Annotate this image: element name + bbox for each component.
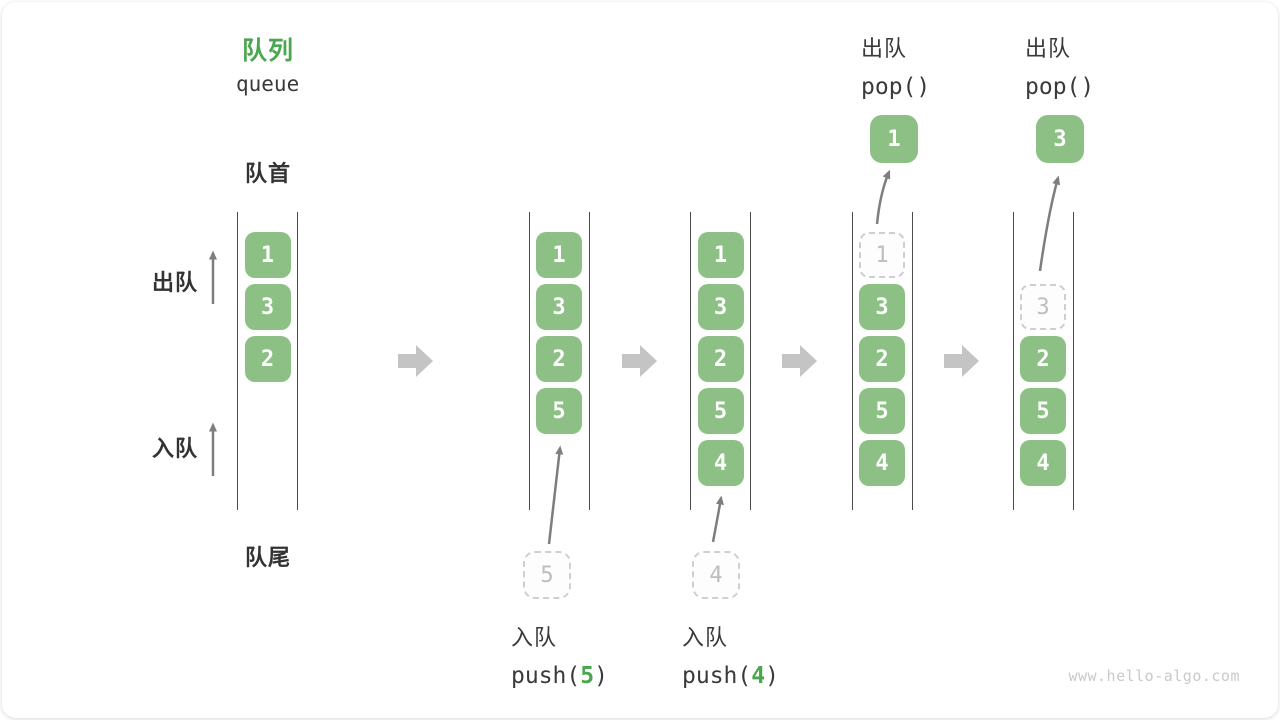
popped-value-1: 1 [870, 115, 918, 163]
queue-front-label: 队首 [245, 161, 292, 186]
push-label: 入队 [511, 625, 558, 650]
queue-cell: 5 [1020, 388, 1066, 434]
queue-cell-ghost: 3 [1020, 284, 1066, 330]
push-code-post: ) [594, 663, 608, 689]
queue-cell: 3 [697, 284, 744, 330]
popped-value-3: 3 [1036, 115, 1084, 163]
queue-walls [237, 212, 298, 510]
push-code-arg: 4 [751, 663, 766, 689]
queue-cell: 4 [1020, 440, 1066, 486]
queue-cell: 2 [244, 336, 291, 382]
queue-cell: 4 [697, 440, 744, 486]
queue-walls [528, 212, 590, 510]
queue-cell: 2 [859, 336, 905, 382]
incoming-value-5: 5 [523, 551, 571, 599]
push-label: 入队 [682, 625, 729, 650]
pop-code: pop() [1025, 74, 1095, 100]
push-code: push(4) [682, 663, 779, 689]
pop-operation-1: 出队 pop() [861, 31, 930, 100]
pop-label: 出队 [861, 36, 908, 61]
push-code-arg: 5 [580, 663, 595, 689]
queue-cell: 4 [859, 440, 905, 486]
queue-cell: 2 [1020, 336, 1066, 382]
queue-cell: 3 [536, 284, 582, 330]
queue-cell-ghost: 1 [859, 232, 905, 278]
push-code: push(5) [511, 663, 608, 689]
queue-cell: 5 [536, 388, 582, 434]
queue-cell: 1 [697, 232, 744, 278]
diagram-title: 队列 [242, 37, 295, 65]
queue-cell: 1 [536, 232, 582, 278]
queue-cell: 1 [244, 232, 291, 278]
pop-operation-3: 出队 pop() [1025, 31, 1094, 100]
queue-cell: 5 [859, 388, 905, 434]
watermark: www.hello-algo.com [1068, 667, 1240, 685]
queue-cell: 5 [697, 388, 744, 434]
incoming-value-4-text: 4 [709, 562, 723, 588]
queue-walls [851, 212, 913, 510]
diagram-subtitle: queue [236, 72, 300, 96]
queue-walls [1012, 212, 1074, 510]
incoming-value-5-text: 5 [540, 562, 554, 588]
queue-cell: 2 [697, 336, 744, 382]
popped-value-3-text: 3 [1053, 126, 1067, 152]
pop-code: pop() [861, 74, 931, 100]
dequeue-side-label: 出队 [152, 270, 199, 295]
popped-value-1-text: 1 [887, 126, 901, 152]
queue-cell: 3 [859, 284, 905, 330]
queue-cell: 3 [244, 284, 291, 330]
push-code-post: ) [765, 663, 779, 689]
incoming-value-4: 4 [692, 551, 740, 599]
queue-cell: 2 [536, 336, 582, 382]
push-operation-4: 入队 push(4) [682, 620, 779, 689]
queue-walls [690, 212, 751, 510]
push-operation-5: 入队 push(5) [511, 620, 608, 689]
enqueue-side-label: 入队 [152, 436, 199, 461]
push-code-pre: push( [511, 663, 581, 689]
queue-rear-label: 队尾 [245, 545, 292, 570]
push-code-pre: push( [682, 663, 752, 689]
pop-label: 出队 [1025, 36, 1072, 61]
